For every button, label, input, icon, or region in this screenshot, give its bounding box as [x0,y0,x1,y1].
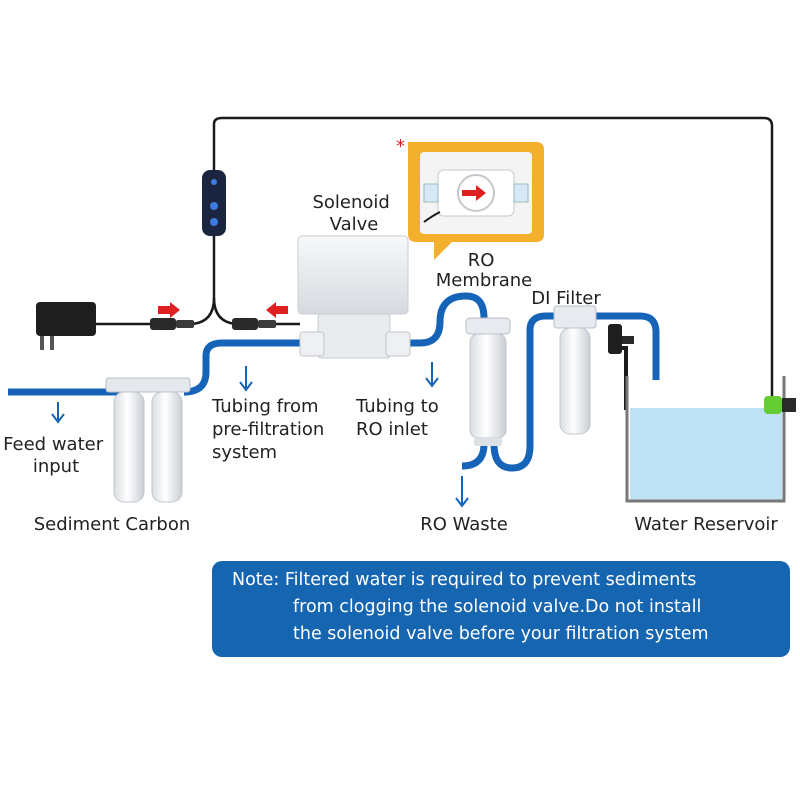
label-tubing-ro-inlet: Tubing to RO inlet [355,396,444,440]
arrow-tubing-pre [239,366,253,392]
ro-membrane-housing [465,317,511,446]
float-valve [608,324,634,354]
red-arrow-left [266,302,288,318]
power-wire [96,232,216,326]
control-wire [212,116,774,405]
label-water-reservoir: Water Reservoir [634,514,778,535]
water-reservoir-tank [625,376,786,503]
di-filter-housing [553,305,597,435]
label-tubing-pre-filtration: Tubing from pre-filtration system [211,396,330,463]
label-di-filter: DI Filter [531,288,601,309]
ro-inlet-tube [410,292,488,347]
level-sensor [764,396,796,414]
di-to-reservoir-tube [592,312,660,380]
power-adapter [36,302,96,350]
label-sediment-carbon: Sediment Carbon [34,514,191,535]
sediment-carbon-filters [105,377,191,503]
note-line-1: Note: Filtered water is required to prev… [232,570,697,590]
arrow-feed-water [51,402,65,424]
waste-tube [461,443,488,470]
solenoid-valve [297,235,411,359]
red-arrow-right [158,302,180,318]
float-valve-tube [614,346,628,410]
arrow-ro-waste [455,476,469,508]
membrane-to-di-tube [490,312,558,472]
note-line-2: from clogging the solenoid valve.Do not … [293,597,702,617]
note-line-3: the solenoid valve before your filtratio… [293,624,709,644]
note-box: Note: Filtered water is required to prev… [212,561,790,657]
wire-connector-right [232,318,276,330]
pre-filtration-tube [183,339,300,396]
controller-unit [202,170,226,236]
label-ro-membrane: RO Membrane [436,250,532,291]
valve-callout [408,142,544,260]
label-ro-waste: RO Waste [420,514,508,535]
arrow-tubing-ro [425,362,439,388]
label-feed-water: Feed water input [3,434,109,477]
label-solenoid-valve: Solenoid Valve [312,192,395,235]
asterisk-mark: * [396,136,405,157]
wire-connector-left [150,318,194,330]
